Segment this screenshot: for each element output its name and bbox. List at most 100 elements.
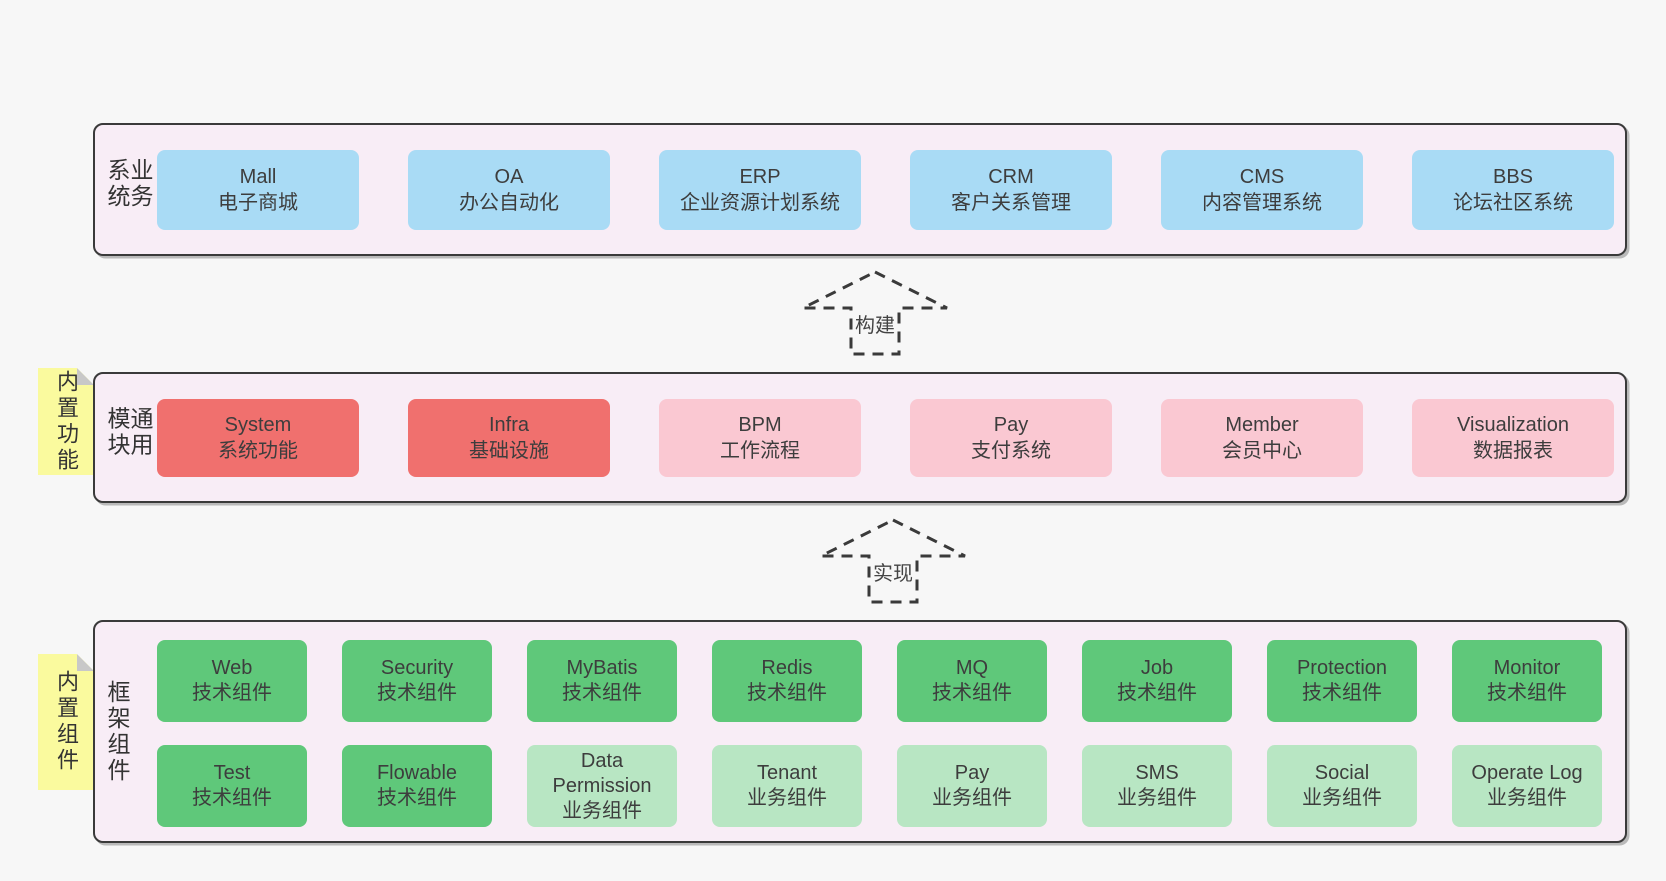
box-pay-module: Pay 支付系统 [910, 398, 1112, 477]
box-desc: 业务组件 [932, 787, 1012, 809]
box-infra: Infra 基础设施 [408, 398, 610, 477]
box-name: Infra [488, 413, 530, 436]
up-block-arrow-icon [820, 518, 966, 604]
box-name: Tenant [756, 762, 818, 784]
implement-arrow-label: 实现 [872, 557, 914, 586]
box-bbs: BBS 论坛社区系统 [1412, 149, 1614, 230]
box-operate-log: Operate Log 业务组件 [1452, 745, 1602, 827]
box-tenant: Tenant 业务组件 [712, 745, 862, 827]
sticky-note-label: 内置功能 [54, 369, 79, 474]
box-desc: 系统功能 [218, 439, 298, 462]
framework-components-rows: Web 技术组件 Security 技术组件 MyBatis 技术组件 Redi… [157, 640, 1602, 827]
box-name: Social [1314, 762, 1370, 784]
box-erp: ERP 企业资源计划系统 [659, 149, 861, 230]
box-desc: 支付系统 [971, 439, 1051, 462]
box-cms: CMS 内容管理系统 [1161, 149, 1363, 230]
box-name: Data Permission [552, 749, 652, 797]
folded-corner-icon [77, 368, 94, 385]
box-redis: Redis 技术组件 [712, 640, 862, 722]
box-web: Web 技术组件 [157, 640, 307, 722]
box-name: Pay [954, 762, 990, 784]
box-name: Visualization [1457, 413, 1569, 436]
box-name: OA [494, 165, 524, 188]
box-desc: 论坛社区系统 [1453, 191, 1573, 214]
box-member: Member 会员中心 [1161, 398, 1363, 477]
layer-common-modules: 通用模块 System 系统功能 Infra 基础设施 BPM 工作流程 Pay… [93, 372, 1627, 503]
sticky-note-label: 内置组件 [54, 670, 79, 774]
box-name: SMS [1135, 762, 1179, 784]
box-flowable: Flowable 技术组件 [342, 745, 492, 827]
box-name: Job [1140, 657, 1174, 679]
layer-business-systems: 业务系统 Mall 电子商城 OA 办公自动化 ERP 企业资源计划系统 CRM… [93, 123, 1627, 256]
tech-components-row: Web 技术组件 Security 技术组件 MyBatis 技术组件 Redi… [157, 640, 1602, 722]
box-name: Pay [993, 413, 1029, 436]
box-name: Redis [761, 657, 813, 679]
box-desc: 技术组件 [377, 682, 457, 704]
layer-label-common-modules: 通用模块 [104, 405, 153, 458]
box-job: Job 技术组件 [1082, 640, 1232, 722]
box-name: System [224, 413, 292, 436]
box-name: Web [211, 657, 253, 679]
box-test: Test 技术组件 [157, 745, 307, 827]
biz-components-row: Test 技术组件 Flowable 技术组件 Data Permission … [157, 745, 1602, 827]
up-block-arrow-icon [802, 270, 948, 356]
box-name: Test [213, 762, 251, 784]
box-desc: 办公自动化 [459, 191, 559, 214]
sticky-note-builtin-features: 内置功能 [38, 368, 94, 475]
box-desc: 技术组件 [377, 787, 457, 809]
box-monitor: Monitor 技术组件 [1452, 640, 1602, 722]
box-mybatis: MyBatis 技术组件 [527, 640, 677, 722]
box-pay-component: Pay 业务组件 [897, 745, 1047, 827]
box-name: MyBatis [566, 657, 638, 679]
box-desc: 技术组件 [192, 682, 272, 704]
box-desc: 数据报表 [1473, 439, 1553, 462]
box-desc: 技术组件 [932, 682, 1012, 704]
box-desc: 业务组件 [562, 799, 642, 822]
layer-framework-components: 框架组件 Web 技术组件 Security 技术组件 MyBatis 技术组件… [93, 620, 1627, 843]
box-desc: 业务组件 [1117, 787, 1197, 809]
box-name: BBS [1492, 165, 1534, 188]
box-crm: CRM 客户关系管理 [910, 149, 1112, 230]
box-social: Social 业务组件 [1267, 745, 1417, 827]
layer-label-business-systems: 业务系统 [104, 157, 153, 210]
box-name: Monitor [1493, 657, 1561, 679]
box-name: CRM [988, 165, 1034, 188]
box-name: Protection [1296, 657, 1388, 679]
box-name: ERP [739, 165, 781, 188]
box-mall: Mall 电子商城 [157, 149, 359, 230]
box-desc: 业务组件 [1302, 787, 1382, 809]
box-desc: 企业资源计划系统 [680, 191, 840, 214]
box-name: Flowable [376, 762, 458, 784]
box-desc: 客户关系管理 [951, 191, 1071, 214]
box-desc: 内容管理系统 [1202, 191, 1322, 214]
box-sms: SMS 业务组件 [1082, 745, 1232, 827]
box-oa: OA 办公自动化 [408, 149, 610, 230]
box-name: Mall [239, 165, 277, 188]
box-name: Member [1225, 413, 1299, 436]
box-name: MQ [955, 657, 989, 679]
box-desc: 技术组件 [1117, 682, 1197, 704]
box-desc: 技术组件 [1487, 682, 1567, 704]
box-security: Security 技术组件 [342, 640, 492, 722]
box-bpm: BPM 工作流程 [659, 398, 861, 477]
box-desc: 技术组件 [562, 682, 642, 704]
build-arrow: 构建 [795, 268, 955, 358]
box-name: BPM [738, 413, 782, 436]
box-name: Security [380, 657, 454, 679]
sticky-note-builtin-components: 内置组件 [38, 654, 94, 790]
box-name: CMS [1239, 165, 1285, 188]
box-desc: 技术组件 [192, 787, 272, 809]
box-mq: MQ 技术组件 [897, 640, 1047, 722]
box-desc: 会员中心 [1222, 439, 1302, 462]
business-systems-row: Mall 电子商城 OA 办公自动化 ERP 企业资源计划系统 CRM 客户关系… [157, 125, 1614, 254]
box-name: Operate Log [1471, 762, 1583, 784]
box-desc: 工作流程 [720, 439, 800, 462]
box-desc: 电子商城 [218, 191, 298, 214]
box-visualization: Visualization 数据报表 [1412, 398, 1614, 477]
build-arrow-label: 构建 [854, 309, 896, 338]
box-desc: 业务组件 [747, 787, 827, 809]
box-desc: 业务组件 [1487, 787, 1567, 809]
common-modules-row: System 系统功能 Infra 基础设施 BPM 工作流程 Pay 支付系统… [157, 374, 1614, 501]
folded-corner-icon [77, 654, 94, 671]
